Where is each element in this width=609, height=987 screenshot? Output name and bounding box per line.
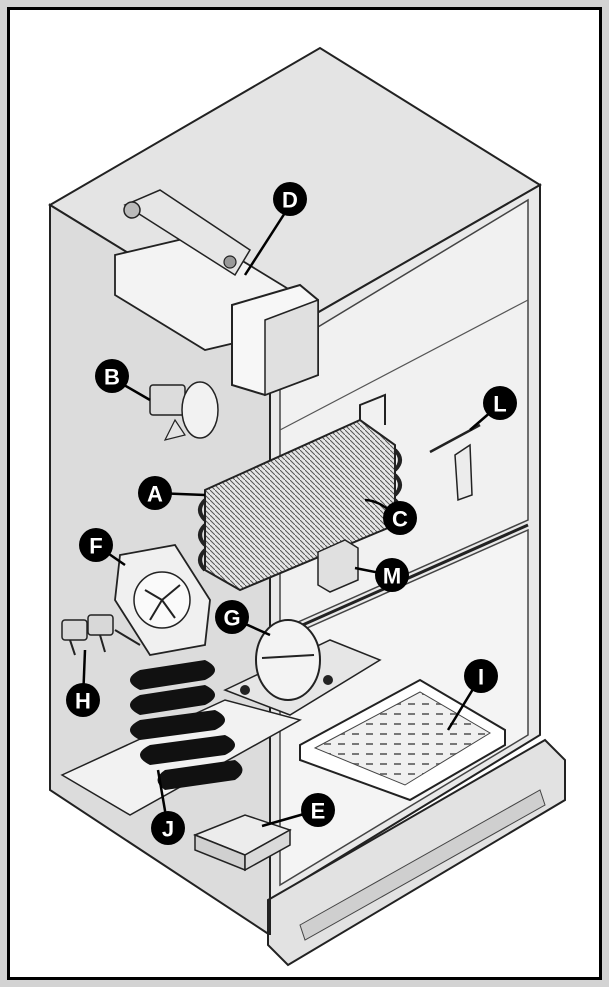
compressor-icon: [223, 619, 382, 716]
svg-text:E: E: [311, 799, 326, 824]
callout-i: I: [464, 659, 498, 693]
svg-text:J: J: [162, 817, 174, 842]
svg-text:L: L: [493, 392, 506, 417]
svg-text:D: D: [282, 188, 298, 213]
damper-icon: [429, 423, 481, 502]
svg-text:G: G: [223, 606, 240, 631]
callout-l: L: [483, 386, 517, 420]
svg-text:F: F: [89, 534, 102, 559]
water-valve-icon: [61, 614, 141, 656]
svg-text:C: C: [392, 507, 408, 532]
condenser-fan-icon: [114, 544, 211, 656]
condenser-icon: [130, 660, 243, 790]
callout-j: J: [151, 811, 185, 845]
svg-text:A: A: [147, 482, 163, 507]
callout-h: H: [66, 683, 100, 717]
fan-motor-icon: [149, 381, 219, 441]
callout-g: G: [215, 600, 249, 634]
svg-text:M: M: [383, 564, 401, 589]
sensor-icon: [317, 539, 359, 593]
svg-text:B: B: [104, 365, 120, 390]
callout-c: C: [383, 501, 417, 535]
ice-maker-icon: [114, 189, 319, 397]
callout-f: F: [79, 528, 113, 562]
callout-e: E: [301, 793, 335, 827]
evaporator-icon: [198, 393, 402, 592]
callout-m: M: [375, 558, 409, 592]
svg-text:I: I: [478, 665, 484, 690]
callout-b: B: [95, 359, 129, 393]
svg-text:H: H: [75, 689, 91, 714]
callout-d: D: [273, 182, 307, 216]
callout-a: A: [138, 476, 172, 510]
drain-pan-icon: [299, 678, 506, 802]
